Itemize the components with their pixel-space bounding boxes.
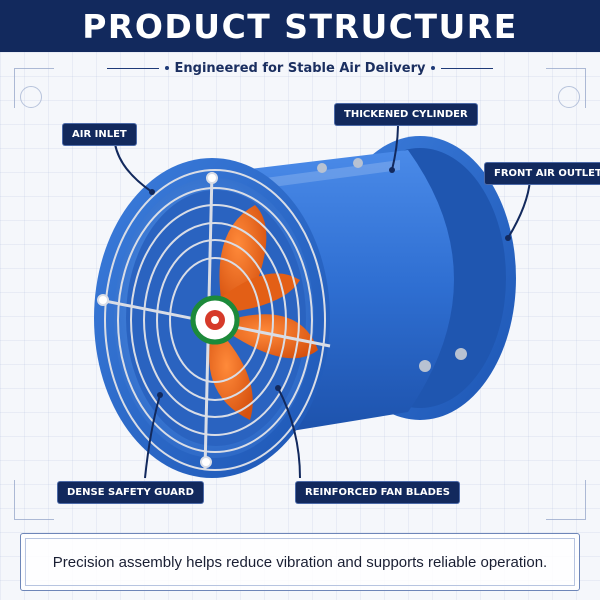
callout-dots: [149, 167, 511, 398]
subtitle-left-line: [106, 67, 159, 69]
corner-frame-bottom-right: [546, 480, 586, 520]
label-air-inlet: AIR INLET: [63, 124, 136, 145]
bolt: [455, 348, 467, 360]
bolt: [353, 158, 363, 168]
footer-caption-box: Precision assembly helps reduce vibratio…: [20, 533, 580, 591]
corner-frame-top-right: [546, 68, 586, 108]
subtitle-row: Engineered for Stable Air Delivery: [0, 56, 600, 80]
corner-circle-top-right: [558, 86, 580, 108]
subtitle-right-line: [441, 67, 494, 69]
page-title: PRODUCT STRUCTURE: [82, 6, 518, 46]
label-dense-safety-guard: DENSE SAFETY GUARD: [58, 482, 203, 503]
title-banner: PRODUCT STRUCTURE: [0, 0, 600, 52]
subtitle-text: Engineered for Stable Air Delivery: [174, 60, 426, 76]
callout-lines: [114, 123, 531, 479]
footer-caption: Precision assembly helps reduce vibratio…: [52, 553, 548, 571]
label-reinforced-fan-blades: REINFORCED FAN BLADES: [296, 482, 459, 503]
center-logo-badge: [190, 295, 240, 345]
label-front-air-outlet: FRONT AIR OUTLET: [485, 163, 600, 184]
corner-frame-top-left: [14, 68, 54, 108]
subtitle-left-dot: [164, 66, 169, 70]
corner-circle-top-left: [20, 86, 42, 108]
bolt: [317, 163, 327, 173]
corner-frame-bottom-left: [14, 480, 54, 520]
bolt: [419, 360, 431, 372]
label-thickened-cylinder: THICKENED CYLINDER: [335, 104, 477, 125]
subtitle-right-dot: [431, 66, 436, 70]
fan-blades: [209, 205, 318, 420]
